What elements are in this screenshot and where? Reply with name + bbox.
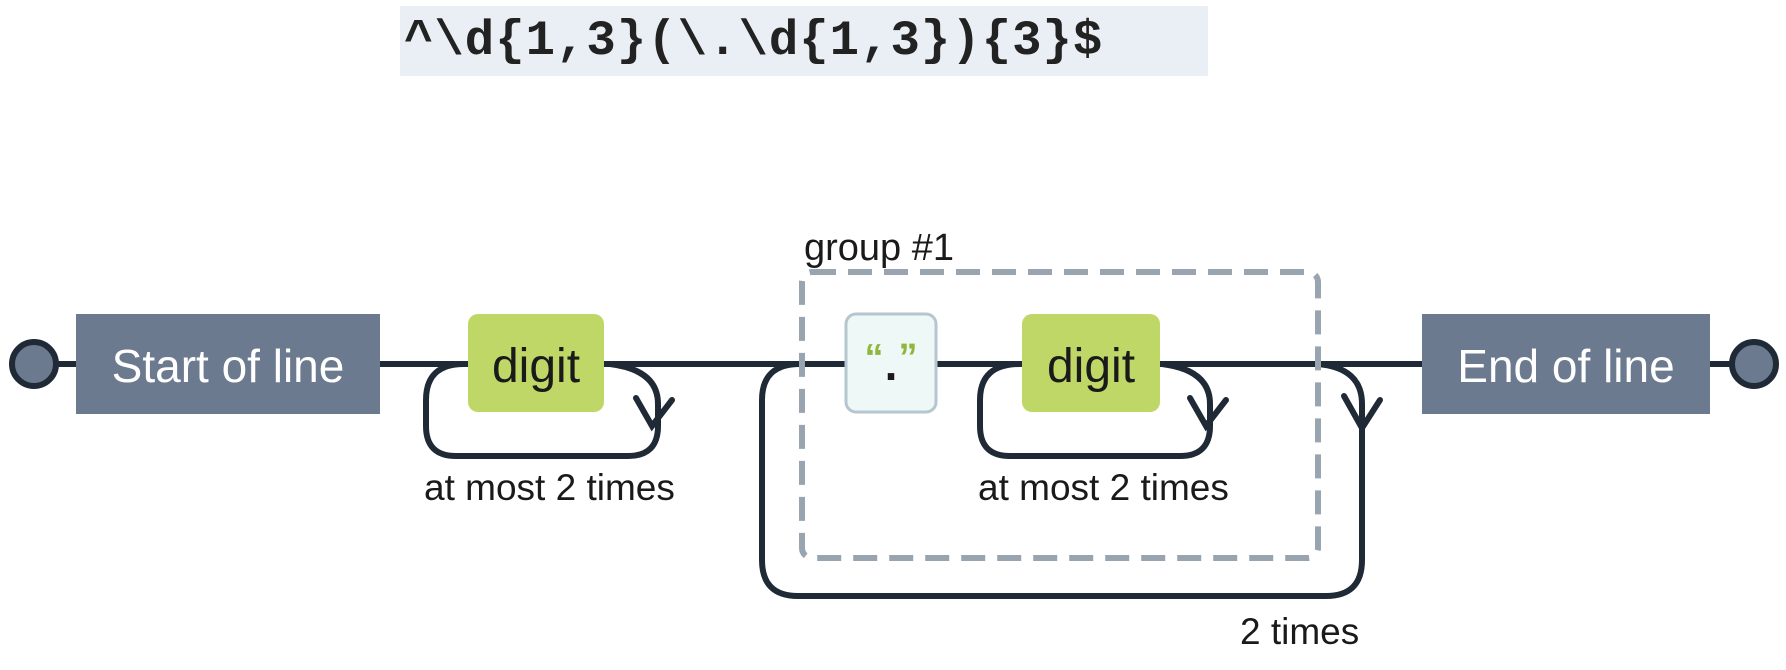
end-terminal-circle <box>1729 339 1779 389</box>
end-of-line-label: End of line <box>1457 340 1674 392</box>
group-repeat-loop <box>759 361 1365 599</box>
start-terminal-circle <box>9 339 59 389</box>
loop-arrow-1 <box>633 395 675 432</box>
digit-box-1 <box>468 314 604 412</box>
literal-dot-value: . <box>885 338 898 390</box>
group-label: group #1 <box>804 227 954 269</box>
loop-arrow-2 <box>1187 395 1229 432</box>
end-of-line-box <box>1422 314 1710 414</box>
digit-repeat-loop-1 <box>423 361 661 459</box>
repeat-label-1: at most 2 times <box>424 467 675 508</box>
digit-label-1: digit <box>492 340 580 393</box>
repeat-label-2: at most 2 times <box>978 467 1229 508</box>
literal-open-quote: “ <box>865 337 884 379</box>
digit-box-2 <box>1022 314 1160 412</box>
start-of-line-label: Start of line <box>112 340 345 392</box>
loop-arrow-outer <box>1341 393 1383 434</box>
literal-dot-box <box>844 312 938 414</box>
digit-label-2: digit <box>1047 340 1135 393</box>
literal-close-quote: ” <box>899 337 918 379</box>
outer-repeat-label: 2 times <box>1240 611 1359 652</box>
digit-repeat-loop-2 <box>977 361 1213 459</box>
start-of-line-box <box>76 314 380 414</box>
regex-pattern: ^\d{1,3}(\.\d{1,3}){3}$ <box>400 6 1208 76</box>
